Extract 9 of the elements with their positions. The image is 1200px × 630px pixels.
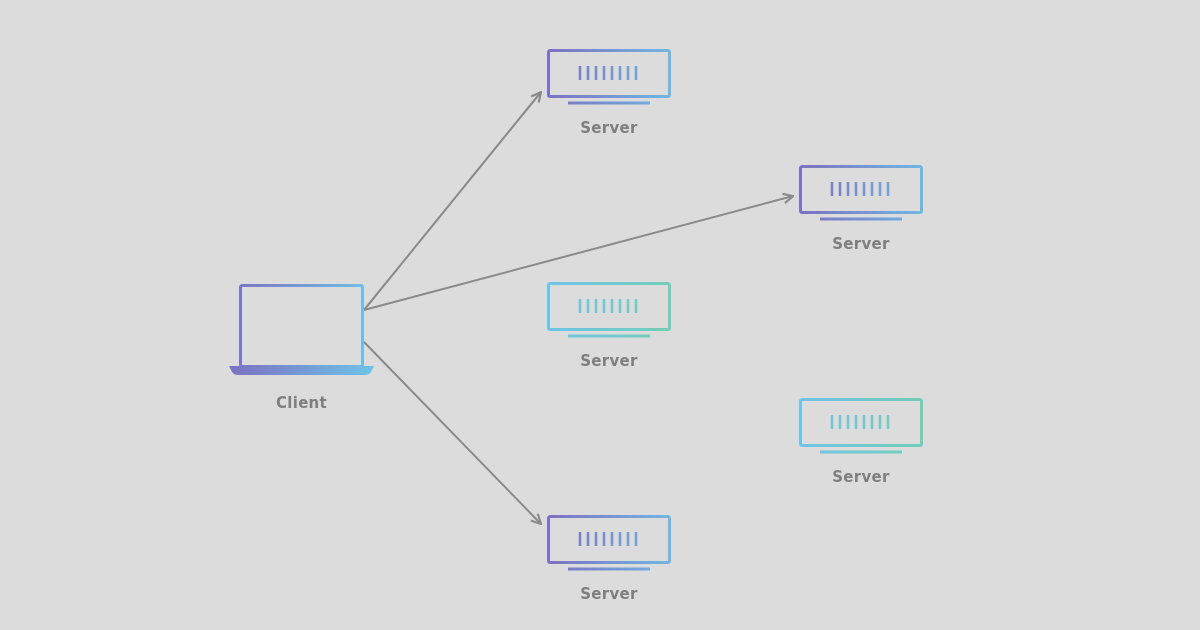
arrow	[363, 341, 543, 526]
node-label: Server	[832, 468, 890, 486]
arrow	[363, 90, 543, 311]
node-label: Server	[580, 119, 638, 137]
node-label: Server	[580, 585, 638, 603]
arrow	[363, 192, 795, 311]
node-label: Client	[275, 394, 328, 412]
node-label: Server	[580, 352, 638, 370]
node-label: Server	[832, 235, 890, 253]
